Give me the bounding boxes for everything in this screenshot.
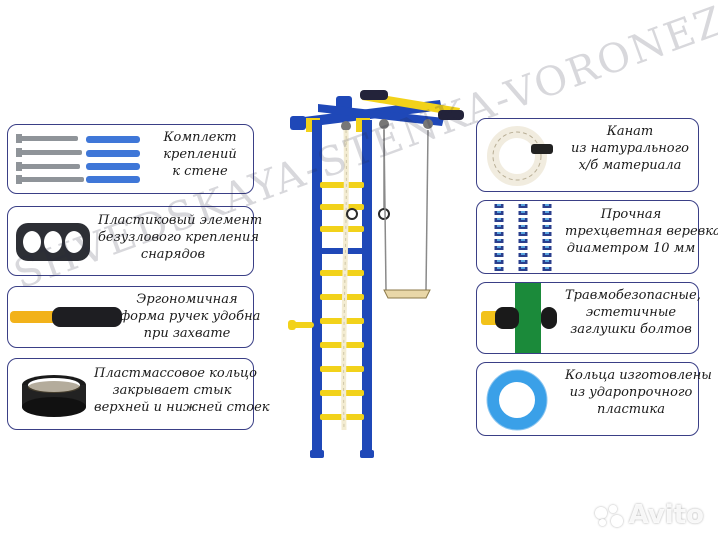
bolt-cap-icon [481,283,557,353]
handle-grip-icon [10,307,122,327]
blue-ring-icon [486,369,548,431]
avito-dots-icon [594,504,625,527]
cotton-rope-icon [487,126,553,186]
card-wall-mount-kit: Комплект креплений к стене [7,124,254,194]
plastic-collar-icon [22,375,86,417]
card-ergonomic-grip: Эргономичная форма ручек удобна при захв… [7,286,261,348]
card-text: Прочная трехцветная веревка диаметром 10… [565,207,718,256]
card-cotton-rope: Канат из натурального х/б материала [476,118,699,192]
avito-logo: Avito [594,500,704,530]
gym-ring [378,208,390,220]
tricolor-cord-icon [494,204,552,272]
climbing-rope [341,129,349,431]
card-text: Комплект креплений к стене [163,130,237,179]
bolts-and-dowels-icon [16,134,140,184]
card-tricolor-cord: Прочная трехцветная веревка диаметром 10… [476,200,718,274]
card-text: Канат из натурального х/б материала [571,124,689,173]
card-text: Эргономичная форма ручек удобна при захв… [120,292,261,341]
card-text: Травмобезопасные, эстетичные заглушки бо… [565,288,701,337]
card-bolt-caps: Травмобезопасные, эстетичные заглушки бо… [476,282,701,354]
plastic-connector-icon [16,223,90,261]
card-plastic-element: Пластиковый элемент безузлового креплени… [7,206,263,276]
card-text: Пластиковый элемент безузлового креплени… [98,213,263,262]
card-text: Пластмассовое кольцо закрывает стык верх… [94,366,270,415]
right-upright [362,120,372,452]
card-plastic-rings: Кольца изготовлены из ударопрочного плас… [476,362,712,436]
card-plastic-ring: Пластмассовое кольцо закрывает стык верх… [7,358,270,430]
swing-seat [383,289,431,299]
card-text: Кольца изготовлены из ударопрочного плас… [565,368,712,417]
left-upright [312,120,322,452]
